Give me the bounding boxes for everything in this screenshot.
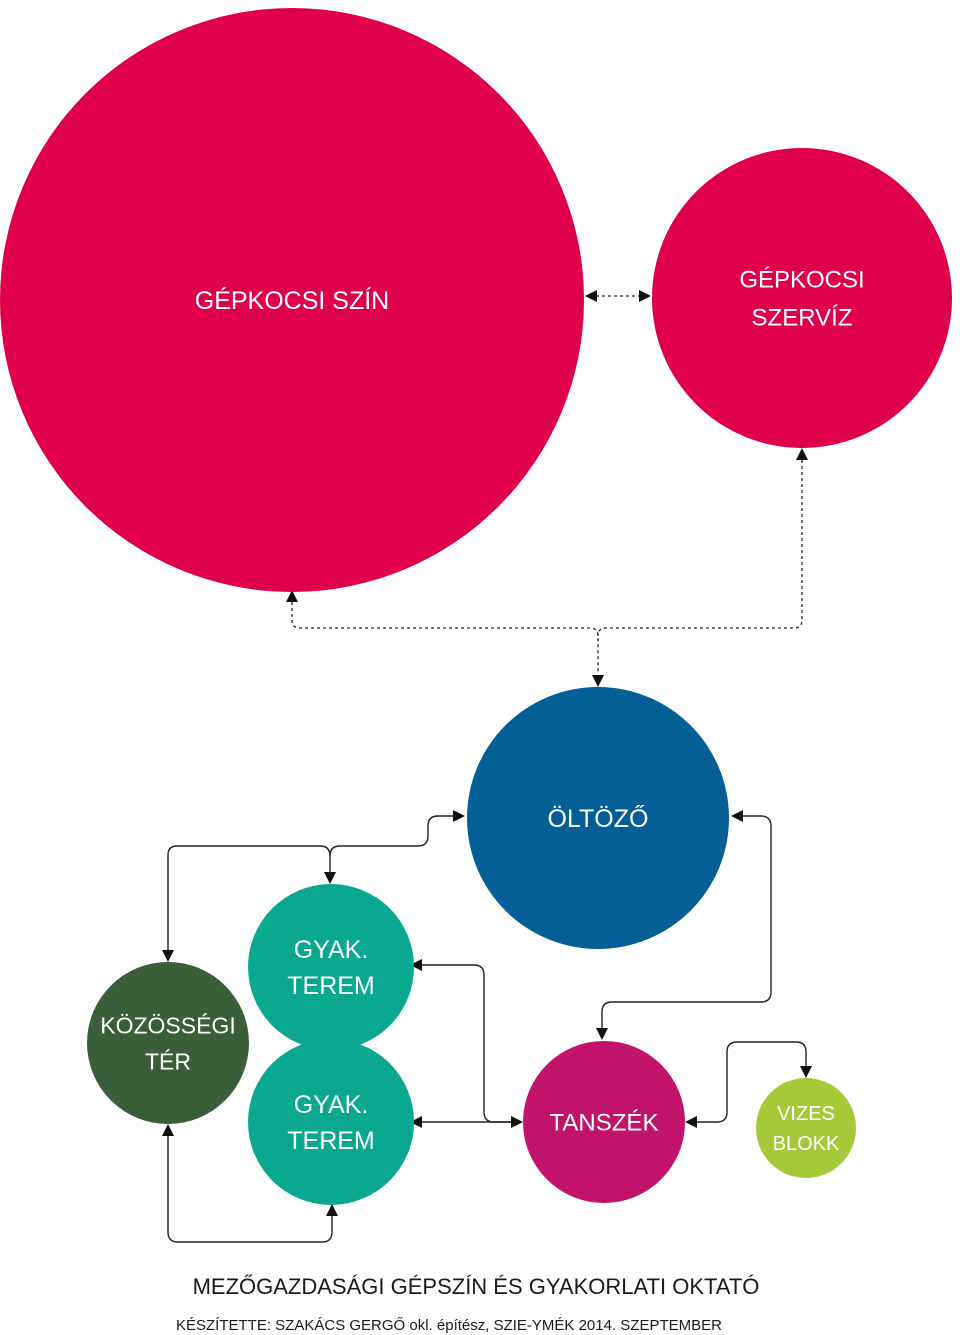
node-circle bbox=[248, 1039, 414, 1205]
node-gepkocsi-szerviz: GÉPKOCSI SZERVÍZ bbox=[652, 148, 952, 448]
node-label-line: GÉPKOCSI SZÍN bbox=[195, 286, 389, 315]
node-kozossegi-ter: KÖZÖSSÉGI TÉR bbox=[87, 962, 249, 1124]
arrowhead bbox=[596, 1028, 608, 1040]
link-szerviz-oltozo bbox=[597, 460, 803, 637]
node-label-line: TÉR bbox=[145, 1048, 191, 1074]
link-tanszek-vizes bbox=[697, 1041, 807, 1123]
arrowhead bbox=[511, 1116, 523, 1128]
link-kozossegi-gyak1 bbox=[167, 845, 331, 950]
arrowhead bbox=[585, 290, 597, 302]
node-circle bbox=[756, 1078, 856, 1178]
node-circle bbox=[652, 148, 952, 448]
node-oltozo: ÖLTÖZŐ bbox=[467, 687, 729, 949]
arrowhead bbox=[162, 1124, 174, 1136]
arrowhead bbox=[410, 959, 422, 971]
arrowhead bbox=[286, 590, 298, 602]
node-label-line: SZERVÍZ bbox=[752, 305, 853, 332]
footer: MEZŐGAZDASÁGI GÉPSZÍN ÉS GYAKORLATI OKTA… bbox=[176, 1274, 759, 1334]
node-label-line: ÖLTÖZŐ bbox=[548, 804, 649, 833]
node-tanszek: TANSZÉK bbox=[523, 1041, 685, 1203]
arrowhead bbox=[410, 1116, 422, 1128]
diagram-credit: KÉSZÍTETTE: SZAKÁCS GERGŐ okl. építész, … bbox=[176, 1317, 722, 1334]
arrowhead bbox=[162, 950, 174, 962]
node-gepkocsi-szin: GÉPKOCSI SZÍN bbox=[0, 8, 584, 592]
node-circle bbox=[523, 1041, 685, 1203]
link-kozossegi-gyak2 bbox=[167, 1136, 333, 1243]
node-label-line: BLOKK bbox=[773, 1133, 840, 1155]
nodes: GÉPKOCSI SZÍN GÉPKOCSI SZERVÍZ ÖLTÖZŐ KÖZÖSS… bbox=[0, 8, 952, 1205]
node-label-line: TEREM bbox=[287, 1127, 375, 1155]
node-circle bbox=[87, 962, 249, 1124]
arrowhead bbox=[453, 810, 465, 822]
link-szin-oltozo bbox=[291, 602, 599, 674]
node-gyak-terem-2: GYAK. TEREM bbox=[248, 1039, 414, 1205]
link-gyak1-tanszek bbox=[422, 964, 511, 1123]
connections bbox=[162, 290, 812, 1243]
diagram-title: MEZŐGAZDASÁGI GÉPSZÍN ÉS GYAKORLATI OKTA… bbox=[193, 1274, 760, 1299]
arrowhead bbox=[639, 290, 651, 302]
arrowhead bbox=[796, 448, 808, 460]
arrowhead bbox=[731, 810, 743, 822]
arrowhead bbox=[800, 1066, 812, 1078]
node-gyak-terem-1: GYAK. TEREM bbox=[248, 884, 414, 1050]
node-circle bbox=[0, 8, 584, 592]
node-label-line: VIZES bbox=[777, 1103, 835, 1125]
node-label-line: GYAK. bbox=[294, 1091, 369, 1119]
node-label-line: GÉPKOCSI bbox=[739, 267, 864, 294]
node-label-line: TEREM bbox=[287, 972, 375, 1000]
node-circle bbox=[467, 687, 729, 949]
node-circle bbox=[248, 884, 414, 1050]
arrowhead bbox=[592, 675, 604, 687]
node-vizes-blokk: VIZES BLOKK bbox=[756, 1078, 856, 1178]
node-label-line: GYAK. bbox=[294, 936, 369, 964]
link-oltozo-tanszek bbox=[601, 815, 772, 1028]
node-label-line: KÖZÖSSÉGI bbox=[100, 1012, 235, 1038]
node-label-line: TANSZÉK bbox=[550, 1110, 659, 1137]
arrowhead bbox=[685, 1116, 697, 1128]
arrowhead bbox=[324, 872, 336, 884]
arrowhead bbox=[326, 1204, 338, 1216]
link-gyak1-oltozo bbox=[329, 815, 453, 857]
